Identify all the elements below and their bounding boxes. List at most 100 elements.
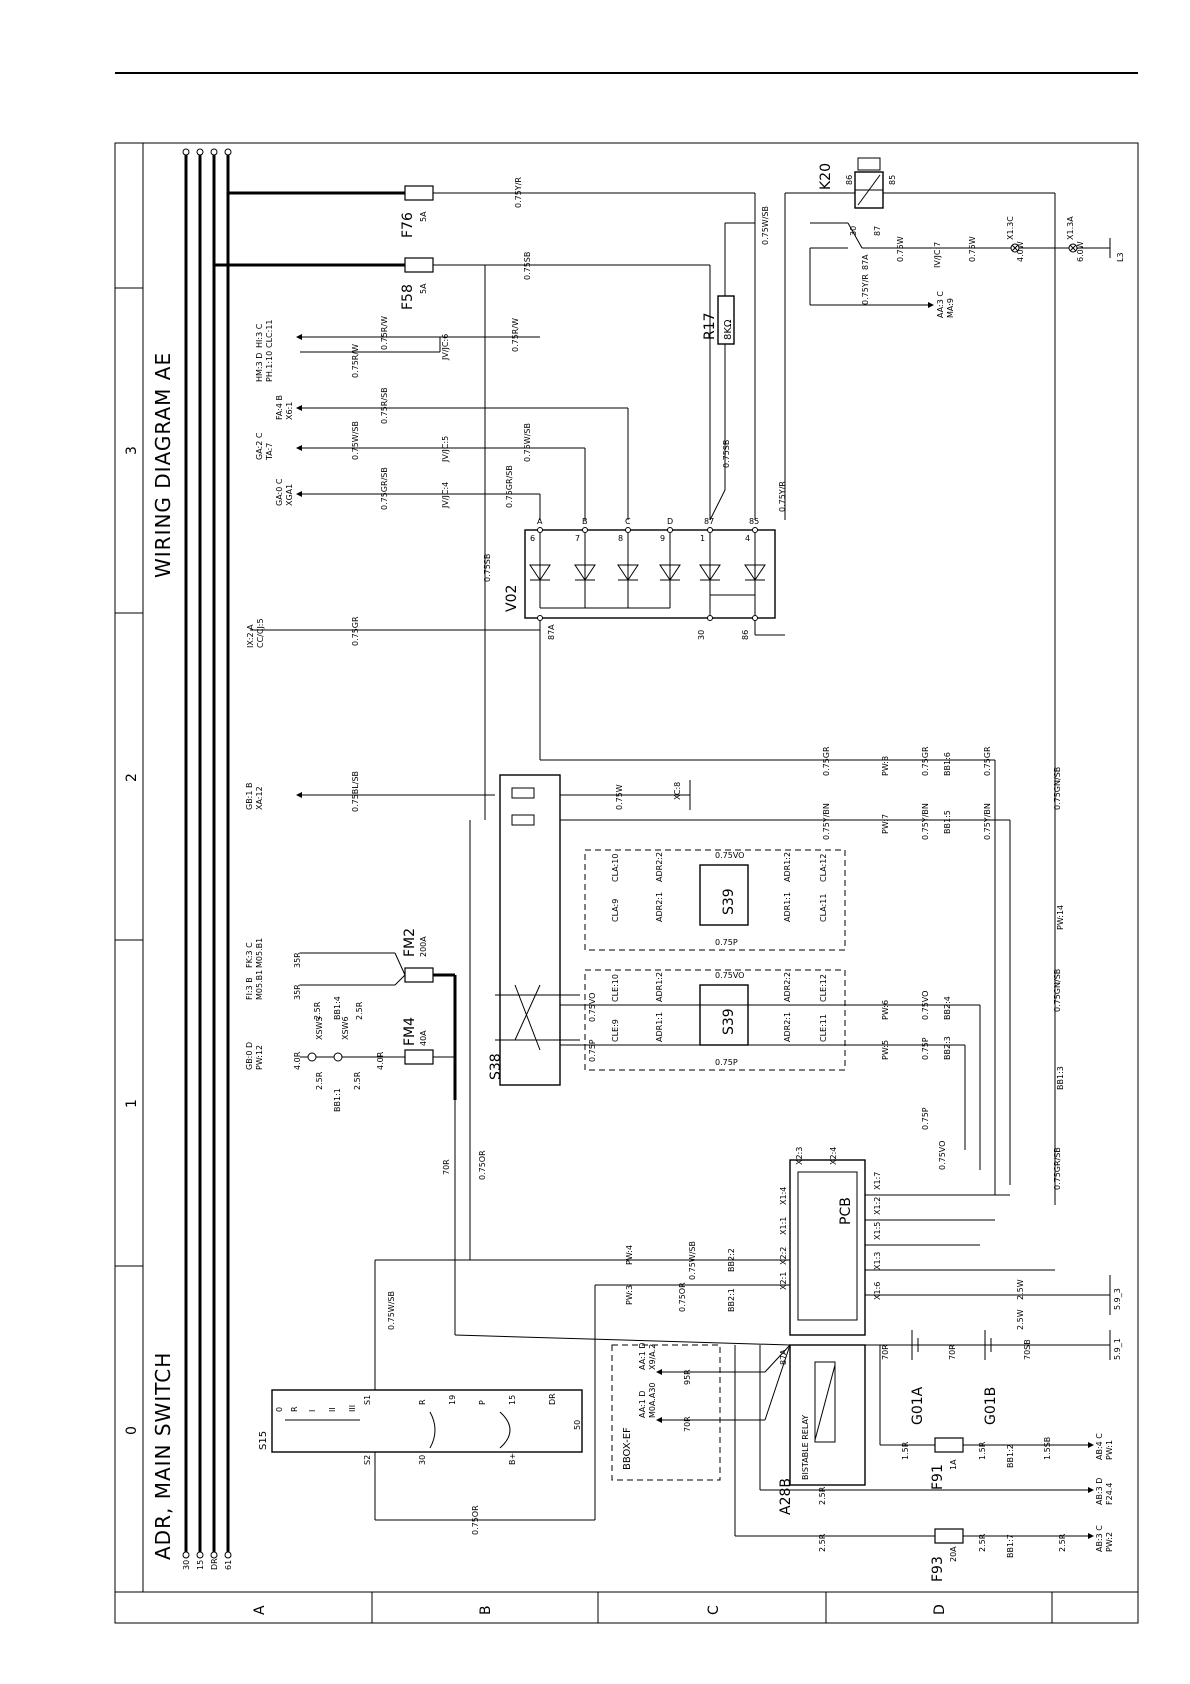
svg-text:4.0R: 4.0R [293,1051,302,1070]
bus-label-61: 61 [224,1560,233,1570]
svg-text:35R: 35R [293,984,302,1000]
svg-text:1.5R: 1.5R [901,1441,910,1460]
svg-text:X1:4: X1:4 [779,1187,788,1205]
svg-text:70R: 70R [442,1159,451,1175]
svg-text:0.75VO: 0.75VO [715,971,744,980]
column-grid: 3 2 1 0 [115,287,143,1435]
svg-text:0.75GN/SB: 0.75GN/SB [1053,767,1062,810]
column-label-0: 0 [124,1426,140,1435]
svg-text:85: 85 [888,175,897,185]
diode-block-v02: V02 A B C D 87 85 6 7 8 9 1 4 [504,481,787,760]
svg-text:B: B [582,517,588,526]
svg-text:F24.4: F24.4 [1105,1483,1114,1505]
bbox-ef: BBOX-EF AA:1 D X9/A.2 AA:1 D M0A.A30 95R… [611,1342,765,1481]
svg-text:30: 30 [418,1455,427,1465]
svg-text:BB2:2: BB2:2 [727,1248,736,1272]
svg-text:0.75GN/SB: 0.75GN/SB [1053,969,1062,1012]
switch-s39-upper: S39 CLA:10 CLA:9 ADR2:2 ADR2:1 ADR1:2 AD… [584,849,846,951]
relay-k20: K20 86 85 30 87 87A 0.75W 0.75W 4.0W 6.0… [784,157,1125,520]
svg-text:ADR1:1: ADR1:1 [655,1012,664,1042]
svg-text:1.5R: 1.5R [978,1441,987,1460]
svg-text:CLE:10: CLE:10 [611,974,620,1002]
svg-text:JV/JC:5: JV/JC:5 [441,436,450,463]
fuse-fm4-circuit: FM4 40A GB:0 D PW:12 4.0R 4.0R XSW5 XSW6… [245,996,455,1112]
svg-text:CLA:9: CLA:9 [611,899,620,922]
svg-text:L3: L3 [1116,252,1125,262]
r17-value: 8KΩ [723,319,734,340]
page-title: ADR, MAIN SWITCH [151,1352,175,1560]
svg-text:2.5R: 2.5R [818,1486,827,1505]
svg-text:2.5R: 2.5R [978,1533,987,1552]
svg-text:4.0R: 4.0R [376,1051,385,1070]
svg-text:87A: 87A [547,624,556,640]
row-label-A: A [252,1605,268,1615]
svg-text:0.75Y/BN: 0.75Y/BN [983,803,992,840]
svg-text:X1:3: X1:3 [873,1252,882,1270]
svg-text:X1:5: X1:5 [873,1222,882,1240]
row-label-D: D [932,1604,948,1615]
svg-text:FA:4 B: FA:4 B [275,395,284,420]
wire-label: 0.75SB [483,554,492,582]
svg-text:70SB: 70SB [1023,1339,1032,1360]
svg-text:CLA:11: CLA:11 [819,894,828,922]
svg-text:BBOX-EF: BBOX-EF [622,1427,633,1470]
wire-label: 0.75Y/R [514,177,523,208]
svg-text:0.75GR: 0.75GR [921,746,930,776]
svg-text:0.75GR/SB: 0.75GR/SB [505,465,514,508]
svg-text:0: 0 [275,1407,284,1412]
svg-text:2.5R: 2.5R [353,1071,362,1090]
svg-text:I: I [308,1410,317,1412]
svg-text:2.5R: 2.5R [313,1001,322,1020]
svg-text:X1:2: X1:2 [873,1197,882,1215]
svg-text:XGA1: XGA1 [285,484,294,506]
f58-rating: 5A [419,283,428,294]
f93-rating: 20A [949,1546,958,1562]
svg-text:CLA:12: CLA:12 [819,854,828,882]
k20-label: K20 [818,163,834,190]
svg-text:6: 6 [530,534,535,543]
pw-bb-feeds: 0.75GR PW:8 0.75GR BB1:6 0.75GR 0.75Y/BN… [540,258,1065,1205]
svg-text:0.75VO: 0.75VO [588,993,597,1022]
svg-text:X1:6: X1:6 [873,1282,882,1300]
svg-text:X1.3C: X1.3C [1006,216,1015,240]
svg-text:HI:3 C: HI:3 C [255,323,264,348]
pcb-label: PCB [838,1197,854,1225]
fuse-f58-circuit: F58 5A 0.75SB 0.75SB [214,252,711,820]
s39-label: S39 [721,888,737,915]
svg-text:1.5SB: 1.5SB [1043,1437,1052,1460]
row-label-C: C [706,1605,722,1615]
bistable-relay-label: BISTABLE RELAY [801,1415,810,1480]
bus-label-30: 30 [182,1560,191,1570]
svg-text:0.75W/SB: 0.75W/SB [688,1241,697,1280]
svg-text:0.75VO: 0.75VO [921,991,930,1020]
svg-text:BB1:7: BB1:7 [1006,1534,1015,1558]
trunk-wires: 70R 0.75OR PW:4 PW:3 0.75W/SB 0.75OR BB2… [442,820,791,1421]
bus-label-15: 15 [196,1560,205,1570]
svg-text:30: 30 [849,226,858,236]
svg-text:5.9_1: 5.9_1 [1113,1338,1122,1360]
switch-s39-lower: S39 CLE:10 CLE:9 ADR1:2 ADR1:1 ADR2:2 AD… [584,969,846,1071]
svg-text:ADR1:2: ADR1:2 [655,972,664,1002]
svg-text:CLC:11: CLC:11 [265,319,274,348]
svg-text:0.75OR: 0.75OR [471,1505,480,1535]
r17-label: R17 [702,312,718,340]
svg-text:BB1:2: BB1:2 [1006,1444,1015,1468]
svg-text:III: III [348,1405,357,1412]
svg-text:P: P [478,1400,487,1405]
svg-text:0.75W: 0.75W [615,784,624,810]
svg-text:B+: B+ [508,1453,517,1465]
svg-text:TA:7: TA:7 [265,443,274,461]
fuse-f91-circuit: F91 1A 1.5R 1.5R 1.5SB BB1:2 AB:4 C PW:1 [879,1345,1114,1490]
svg-text:9: 9 [660,534,665,543]
svg-text:M0A.A30: M0A.A30 [648,1382,657,1418]
column-label-3: 3 [124,446,140,455]
svg-text:AB:3 C: AB:3 C [1095,1525,1104,1552]
svg-text:PW:5: PW:5 [881,1040,890,1060]
svg-text:4.0W: 4.0W [1016,241,1025,262]
svg-text:0.75Y/BN: 0.75Y/BN [822,803,831,840]
f91-rating: 1A [949,1459,958,1470]
svg-text:0.75W: 0.75W [968,236,977,262]
svg-text:BB1:6: BB1:6 [943,752,952,776]
row-label-B: B [478,1605,494,1615]
